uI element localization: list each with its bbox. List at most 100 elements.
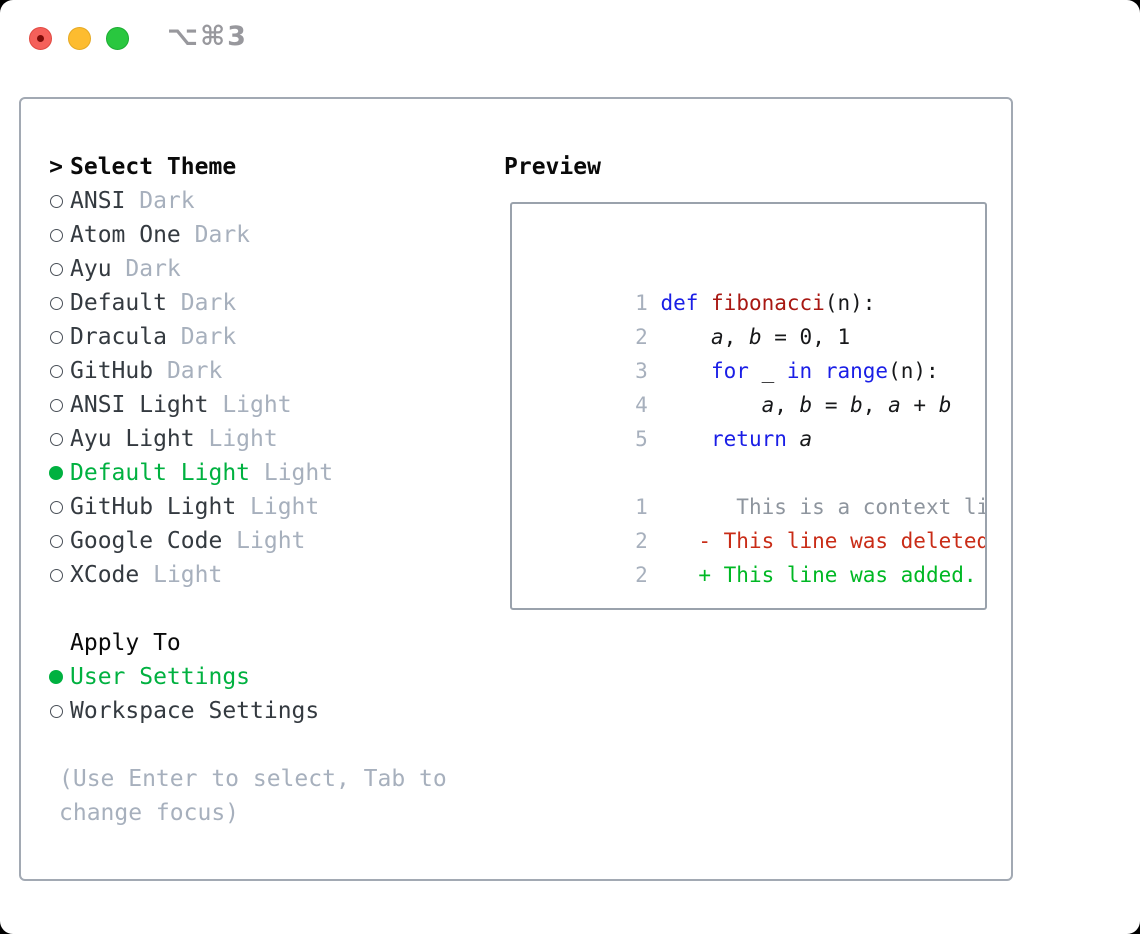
line-number: 1 <box>635 495 648 519</box>
theme-variant: Dark <box>125 256 181 282</box>
variable-token: a <box>799 427 813 451</box>
theme-name: Dracula <box>70 324 167 350</box>
apply-option-label: User Settings <box>70 664 251 690</box>
line-number: 4 <box>635 393 648 417</box>
keyword-token: return <box>711 427 787 451</box>
theme-name: Ayu <box>70 256 112 282</box>
keyboard-shortcut-label: ⌥⌘3 <box>167 21 248 52</box>
theme-name: Default <box>70 290 167 316</box>
diff-added-line: 2 + This line was added. <box>534 524 985 587</box>
apply-option-user-settings[interactable]: User Settings <box>42 660 502 694</box>
theme-variant: Dark <box>166 358 223 384</box>
line-number: 3 <box>635 359 648 383</box>
theme-variant: Dark <box>180 324 237 350</box>
code-token <box>787 427 800 451</box>
theme-name: Ayu Light <box>70 426 195 452</box>
diff-context-line: 1 This is a context line. <box>534 456 985 519</box>
code-token: , <box>862 393 889 417</box>
cursor-icon: > <box>49 154 63 180</box>
added-text: + This line was added. <box>660 563 977 587</box>
radio-circle-icon <box>42 558 70 592</box>
line-number: 2 <box>635 563 648 587</box>
select-theme-header-row: > Select Theme <box>42 150 502 184</box>
code-line: 2 a, b = 0, 1 <box>534 286 985 349</box>
code-token: (n): <box>888 359 939 383</box>
deleted-text: - This line was deleted. <box>660 529 987 553</box>
theme-variant: Dark <box>194 222 251 248</box>
radio-circle-icon <box>42 694 70 728</box>
theme-name: ANSI <box>70 188 126 214</box>
variable-token: a <box>888 393 901 417</box>
code-line: 5 return a <box>534 388 985 451</box>
close-dot-icon <box>37 35 44 42</box>
theme-option-github-light[interactable]: GitHub Light Light <box>42 490 502 524</box>
theme-name: GitHub <box>70 358 154 384</box>
code-token <box>660 427 711 451</box>
theme-name: Default Light <box>70 460 251 486</box>
variable-token: b <box>938 393 952 417</box>
code-token: , <box>723 325 749 349</box>
theme-option-default-dark[interactable]: Default Dark <box>42 286 502 320</box>
apply-to-title: Apply To <box>70 630 181 656</box>
theme-option-ansi-light[interactable]: ANSI Light Light <box>42 388 502 422</box>
radio-circle-icon <box>42 388 70 422</box>
radio-selected-icon <box>42 660 70 694</box>
theme-name: XCode <box>70 562 140 588</box>
code-token: _ <box>748 359 787 383</box>
radio-circle-icon <box>42 422 70 456</box>
variable-token: a <box>711 325 724 349</box>
theme-option-default-light[interactable]: Default Light Light <box>42 456 502 490</box>
tui-panel: > Select Theme ANSI Dark Atom One Dark A… <box>19 97 1013 881</box>
hint-line-2: change focus) <box>59 800 240 826</box>
section-gap <box>42 728 502 762</box>
radio-circle-icon <box>42 218 70 252</box>
variable-token: b <box>799 393 813 417</box>
theme-option-dracula-dark[interactable]: Dracula Dark <box>42 320 502 354</box>
theme-option-google-code[interactable]: Google Code Light <box>42 524 502 558</box>
theme-name: Google Code <box>70 528 223 554</box>
radio-circle-icon <box>42 524 70 558</box>
theme-variant: Light <box>236 528 306 554</box>
context-text: This is a context line. <box>736 495 987 519</box>
theme-variant: Dark <box>180 290 237 316</box>
close-button[interactable] <box>29 27 52 50</box>
theme-option-atom-one-dark[interactable]: Atom One Dark <box>42 218 502 252</box>
preview-title: Preview <box>504 154 601 180</box>
radio-circle-icon <box>42 286 70 320</box>
theme-option-github-dark[interactable]: GitHub Dark <box>42 354 502 388</box>
theme-option-ansi-dark[interactable]: ANSI Dark <box>42 184 502 218</box>
section-gap <box>42 592 502 626</box>
apply-option-workspace-settings[interactable]: Workspace Settings <box>42 694 502 728</box>
code-token: = 0, 1 <box>761 325 851 349</box>
theme-variant: Dark <box>139 188 195 214</box>
code-token <box>660 393 761 417</box>
code-token <box>812 359 825 383</box>
zoom-button[interactable] <box>106 27 129 50</box>
theme-name: ANSI Light <box>70 392 209 418</box>
theme-option-ayu-dark[interactable]: Ayu Dark <box>42 252 502 286</box>
code-token: = <box>812 393 851 417</box>
minimize-button[interactable] <box>68 27 91 50</box>
code-token: , <box>774 393 800 417</box>
radio-selected-icon <box>42 456 70 490</box>
code-token: (n): <box>824 291 876 315</box>
marker-spacer <box>42 626 70 660</box>
diff-deleted-line: 2 - This line was deleted. <box>534 490 985 553</box>
theme-variant: Light <box>222 392 292 418</box>
theme-variant: Light <box>263 460 334 486</box>
code-line: 4 a, b = b, a + b <box>534 354 985 417</box>
apply-option-label: Workspace Settings <box>70 698 320 724</box>
theme-variant: Light <box>250 494 320 520</box>
theme-option-xcode[interactable]: XCode Light <box>42 558 502 592</box>
radio-circle-icon <box>42 320 70 354</box>
theme-option-ayu-light[interactable]: Ayu Light Light <box>42 422 502 456</box>
variable-token: b <box>850 393 863 417</box>
function-token: fibonacci <box>711 291 825 315</box>
keyword-token: in <box>786 359 813 383</box>
theme-variant: Light <box>208 426 278 452</box>
theme-variant: Light <box>153 562 223 588</box>
variable-token: b <box>748 325 762 349</box>
